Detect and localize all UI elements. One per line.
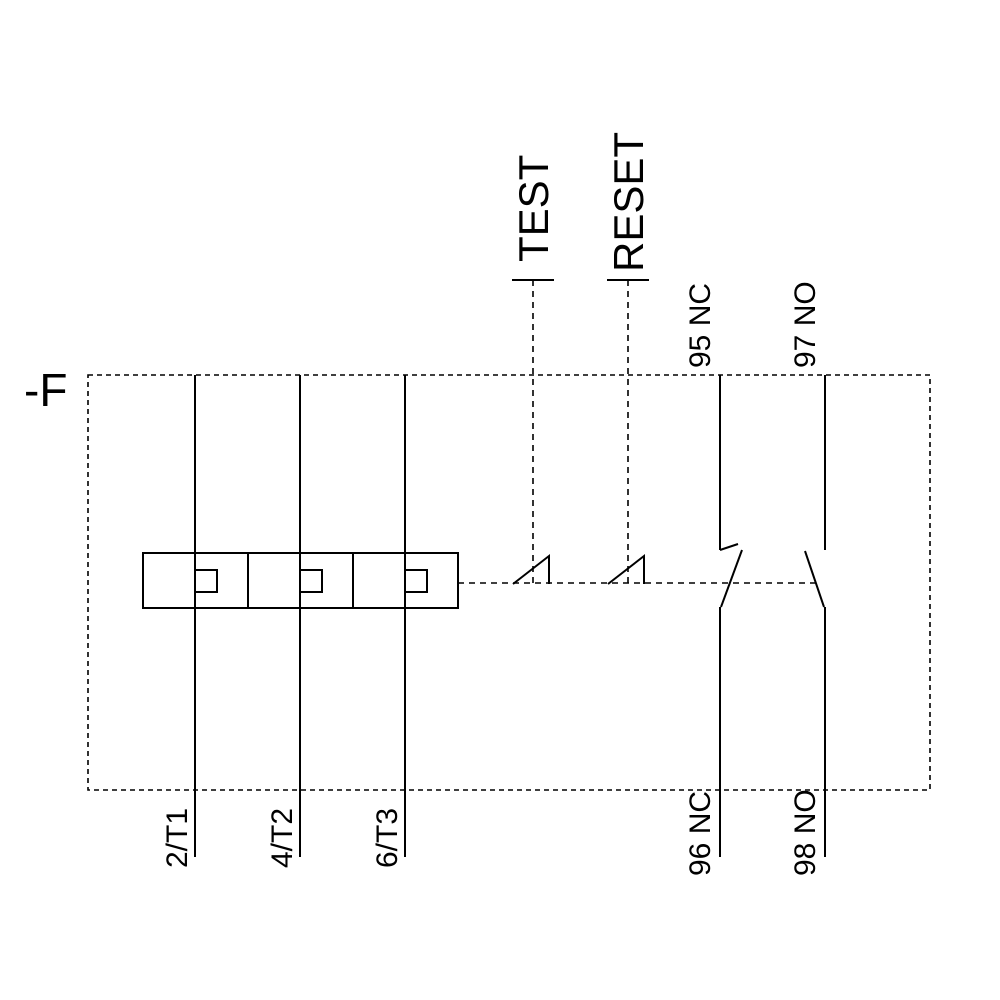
reset-control: RESET <box>605 132 652 585</box>
heater-notch-1 <box>195 569 218 593</box>
device-designation-label: -F <box>24 364 67 416</box>
nc-contact-stop-bar <box>719 543 739 551</box>
terminal-label-6T3: 6/T3 <box>371 808 404 868</box>
nc-contact-arm <box>720 549 743 608</box>
heater-notch-2 <box>300 569 323 593</box>
no-aux-contact: 97 NO 98 NO <box>789 281 826 876</box>
power-poles: 2/T1 4/T2 6/T3 <box>142 375 459 868</box>
nc-top-terminal-label: 95 NC <box>684 283 717 368</box>
reset-label: RESET <box>605 132 652 272</box>
terminal-label-4T2: 4/T2 <box>266 808 299 868</box>
nc-aux-contact: 95 NC 96 NC <box>684 283 743 876</box>
no-bottom-terminal-label: 98 NO <box>789 789 822 876</box>
device-enclosure-outline <box>87 374 931 791</box>
no-contact-arm <box>804 550 825 608</box>
thermal-element-cell-3 <box>352 552 459 609</box>
heater-notch-3 <box>405 569 428 593</box>
test-label: TEST <box>510 155 557 262</box>
no-top-terminal-label: 97 NO <box>789 281 822 368</box>
test-actuator-symbol <box>512 553 550 585</box>
nc-bottom-terminal-label: 96 NC <box>684 791 717 876</box>
reset-actuator-symbol <box>607 553 645 585</box>
test-control: TEST <box>510 155 557 585</box>
terminal-label-2T1: 2/T1 <box>161 808 194 868</box>
